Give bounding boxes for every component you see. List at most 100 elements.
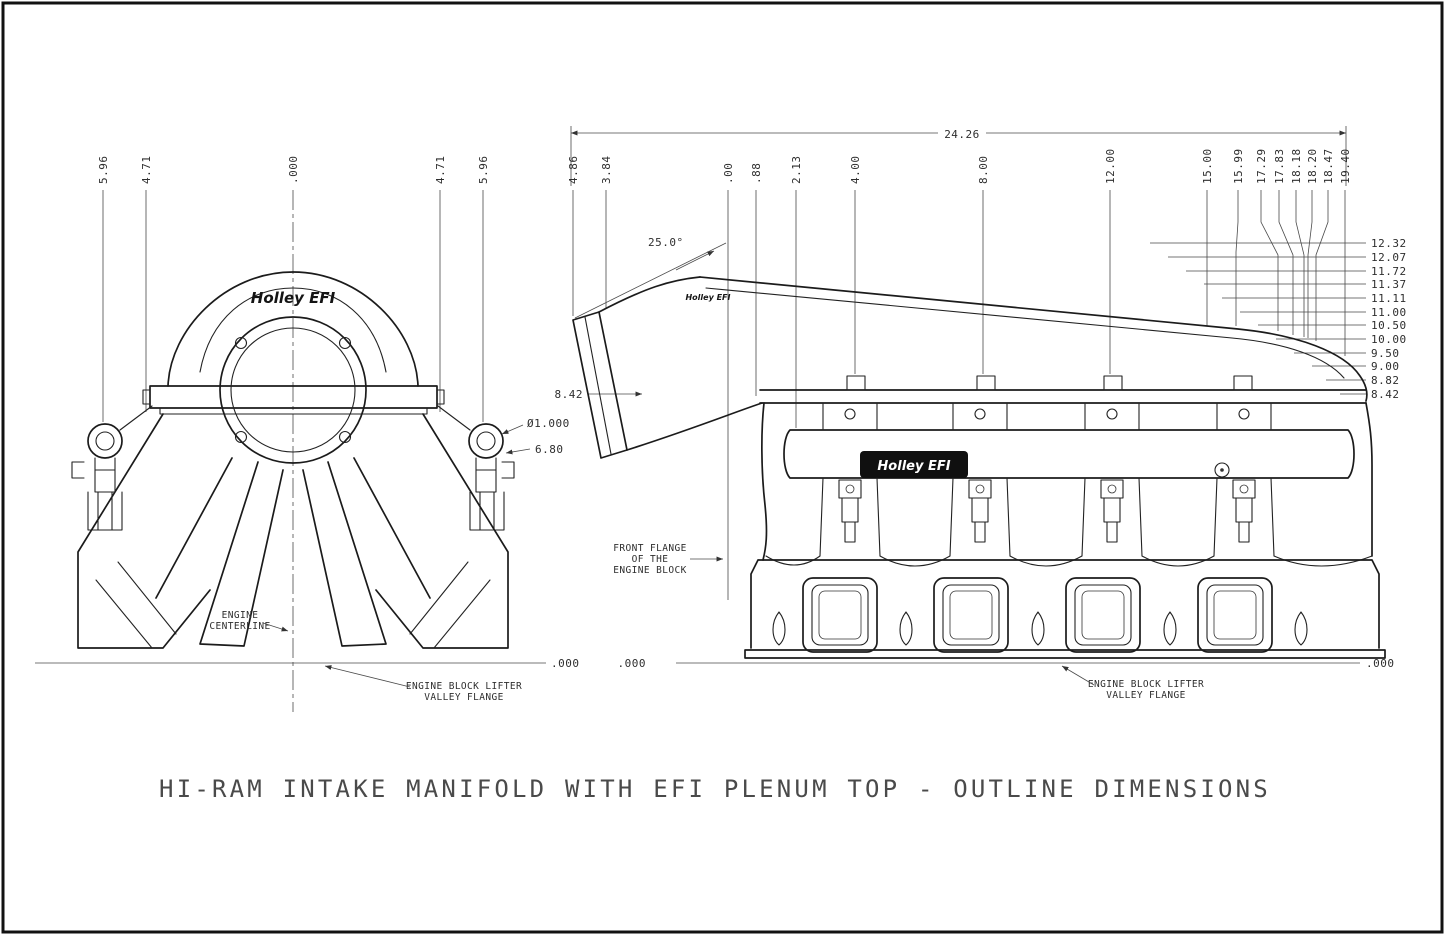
side-datum-right-label: .000 (1366, 657, 1395, 670)
dim-label: 11.11 (1371, 292, 1407, 305)
inlet-horn (598, 276, 763, 451)
fuel-fitting-left-bore (95, 431, 115, 451)
port-opening (933, 577, 1009, 653)
injector-port (975, 484, 985, 494)
base-bolt-slots (772, 611, 1308, 646)
port-opening-inner (1081, 590, 1125, 640)
inlet-height-label: 8.42 (555, 388, 584, 401)
holley-logo-box (860, 451, 968, 478)
dim-label: 3.84 (600, 156, 613, 185)
dim-label: 4.86 (567, 156, 580, 185)
fuel-rail-band (783, 429, 1355, 479)
side-extension-lines (572, 190, 1208, 600)
dim-label: 8.00 (977, 156, 990, 185)
plenum-top-inner (705, 287, 1345, 379)
rail-bolt-center (1220, 468, 1224, 472)
fuel-fitting-right-body (437, 405, 515, 531)
dim-label: 2.13 (790, 156, 803, 185)
bolt-hole (234, 336, 248, 350)
dim-label: 15.99 (1232, 148, 1245, 184)
angle-construction-line (574, 242, 727, 319)
dim-label: 10.00 (1371, 333, 1407, 346)
dim-label: 5.96 (477, 156, 490, 185)
port-opening-inner (949, 590, 993, 640)
bolt-hole (338, 336, 352, 350)
plenum-top-outline (699, 276, 1368, 402)
side-fan-extension-lines (1235, 190, 1346, 356)
bolt-hole (338, 430, 352, 444)
dim-label: 18.47 (1322, 148, 1335, 184)
dim-label: 18.18 (1290, 148, 1303, 184)
port-opening-mid (1074, 584, 1132, 646)
inlet-angle-label: 25.0° (648, 236, 684, 249)
lifter-flange-label2: VALLEY FLANGE (424, 692, 504, 703)
dim-label: 5.96 (97, 156, 110, 185)
fuel-fitting-right (468, 423, 504, 459)
dim-label: 12.07 (1371, 251, 1407, 264)
inlet-flange-inner (584, 316, 612, 455)
dim-label: 19.40 (1339, 148, 1352, 184)
dim-label: 4.71 (434, 156, 447, 185)
dim-label: 9.50 (1371, 347, 1400, 360)
runner-v-outline (77, 413, 509, 649)
lifter-flange-leader (324, 665, 411, 688)
injector-port (1239, 484, 1249, 494)
holley-logo-side: Holley EFI (877, 459, 950, 474)
side-datum-left-label: .000 (618, 657, 647, 670)
dim-label: 18.20 (1306, 148, 1319, 184)
dim-label: 12.00 (1104, 148, 1117, 184)
holley-logo-front: Holley EFI (251, 289, 336, 307)
holley-logo-small: Holley EFI (685, 293, 730, 302)
front-flange-note3: ENGINE BLOCK (613, 565, 686, 576)
throttle-bore-inner (230, 327, 356, 453)
runner-tube-edges (819, 403, 1275, 557)
port-opening (1197, 577, 1273, 653)
runner-flange-faces (95, 561, 491, 649)
throttle-flange-plate (149, 385, 438, 409)
runner-bank-edges (761, 402, 1373, 561)
dim-label: 17.83 (1273, 148, 1286, 184)
joint-bolt-tabs (846, 375, 1253, 391)
port-opening (802, 577, 878, 653)
port-opening-inner (818, 590, 862, 640)
engine-centerline-label2: CENTERLINE (209, 621, 270, 632)
dim-label: 8.82 (1371, 374, 1400, 387)
overall-extension-lines (570, 126, 1347, 186)
front-extension-lines (102, 190, 484, 422)
flange-boss (844, 408, 856, 420)
plenum-dome-inner (199, 287, 387, 373)
base-flange-outline (744, 559, 1386, 659)
dim-label: 12.32 (1371, 237, 1407, 250)
overall-width-label: 24.26 (944, 128, 980, 141)
front-datum-label: .000 (551, 657, 580, 670)
dim-label: 11.00 (1371, 306, 1407, 319)
dim-label: .000 (287, 156, 300, 185)
port-opening-mid (942, 584, 1000, 646)
flange-boss (1238, 408, 1250, 420)
flange-plate-tabs (142, 389, 445, 415)
flange-boss (974, 408, 986, 420)
dim-label: 8.42 (1371, 388, 1400, 401)
dim-label: .00 (722, 163, 735, 184)
lifter-flange-label-side: ENGINE BLOCK LIFTER (1088, 679, 1204, 690)
front-flange-note2: OF THE (632, 554, 669, 565)
injector-port (1107, 484, 1117, 494)
fuel-fitting-left-body (71, 405, 153, 531)
front-flange-note: FRONT FLANGE (613, 543, 686, 554)
dim-label: 11.37 (1371, 278, 1407, 291)
lifter-flange-label2-side: VALLEY FLANGE (1106, 690, 1186, 701)
plenum-joint-flange (759, 389, 1367, 404)
fuel-fitting-right-bore (476, 431, 496, 451)
angle-arc (675, 250, 715, 271)
lifter-flange-leader-side (1061, 665, 1095, 686)
rail-bolt (1214, 462, 1230, 478)
port-opening-inner (1213, 590, 1257, 640)
dim-label: 11.72 (1371, 265, 1407, 278)
side-view: 24.26 4.86 3.84 .00 .88 2.13 4.00 8.00 1… (555, 126, 1407, 701)
throttle-bore-outer (219, 316, 367, 464)
fitting-drop-leader (505, 448, 531, 455)
front-view: 5.96 4.71 .000 4.71 5.96 Holley EFI Ø1.0… (35, 156, 580, 712)
